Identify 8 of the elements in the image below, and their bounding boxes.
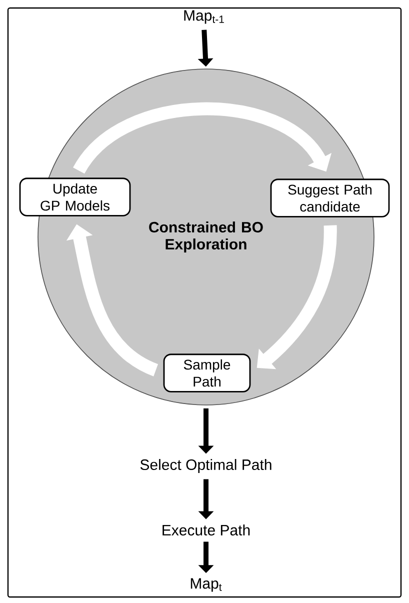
step-label: Select Optimal Path [140,459,272,473]
curved-arrow [73,102,332,174]
process-box: Suggest Path candidate [270,178,390,218]
process-box: Update GP Models [19,178,131,216]
process-box: Sample Path [163,354,251,392]
step-label: Execute Path [162,524,250,536]
step-label: Map$_{t-1}$ [184,10,224,24]
step-label: Map$_{t}$ [190,578,222,592]
